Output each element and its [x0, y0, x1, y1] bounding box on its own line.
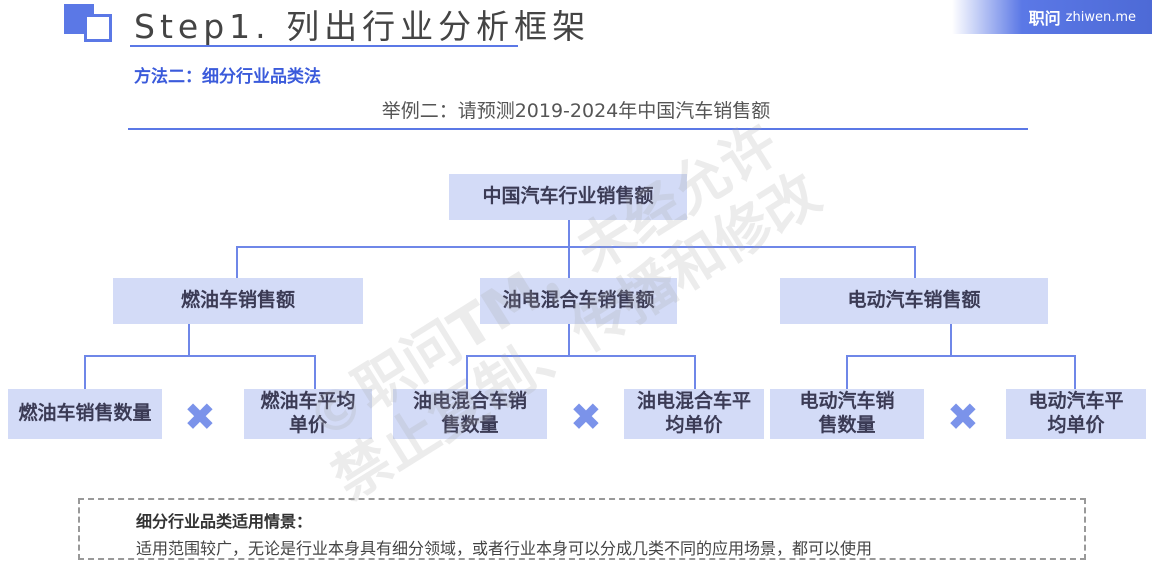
method-label: 方法二：细分行业品类法: [134, 67, 321, 87]
leaf-fuel-quantity: 燃油车销售数量: [8, 389, 162, 439]
connector-branch2-down: [568, 246, 570, 278]
scenario-title: 细分行业品类适用情景：: [136, 512, 313, 531]
connector-b3-left-down: [846, 355, 848, 389]
connector-level1-horizontal: [236, 246, 916, 248]
multiply-icon: ✖: [947, 395, 979, 439]
branch-node-electric: 电动汽车销售额: [780, 278, 1048, 324]
title-underline: [130, 45, 518, 47]
brand-name: 职问: [1028, 9, 1061, 28]
example-text: 举例二：请预测2019-2024年中国汽车销售额: [381, 100, 771, 122]
connector-b2-down: [568, 324, 570, 356]
connector-branch1-down: [236, 246, 238, 278]
leaf-hybrid-quantity: 油电混合车销售数量: [393, 389, 547, 439]
leaf-fuel-price: 燃油车平均单价: [244, 389, 372, 439]
connector-b1-left-down: [84, 355, 86, 389]
branch-node-fuel: 燃油车销售额: [113, 278, 363, 324]
scenario-description: 适用范围较广，无论是行业本身具有细分领域，或者行业本身可以分成几类不同的应用场景…: [136, 539, 873, 558]
leaf-electric-quantity: 电动汽车销售数量: [770, 389, 924, 439]
connector-b1-down: [188, 324, 190, 356]
connector-branch3-down: [914, 246, 916, 278]
leaf-electric-price: 电动汽车平均单价: [1006, 389, 1146, 439]
logo-mark-front: [84, 14, 112, 42]
connector-b2-left-down: [466, 355, 468, 389]
connector-b2-horizontal: [466, 355, 696, 357]
root-node: 中国汽车行业销售额: [449, 174, 687, 220]
multiply-icon: ✖: [184, 395, 216, 439]
brand-badge: 职问 zhiwen.me: [952, 0, 1152, 34]
brand-url: zhiwen.me: [1065, 9, 1136, 25]
connector-root-down: [568, 220, 570, 246]
multiply-icon: ✖: [570, 395, 602, 439]
example-divider: [128, 128, 1028, 130]
connector-b2-right-down: [694, 355, 696, 389]
connector-b3-horizontal: [846, 355, 1076, 357]
connector-b1-horizontal: [84, 355, 316, 357]
leaf-hybrid-price: 油电混合车平均单价: [624, 389, 764, 439]
page-title: Step1. 列出行业分析框架: [134, 7, 591, 46]
connector-b3-right-down: [1074, 355, 1076, 389]
branch-node-hybrid: 油电混合车销售额: [480, 278, 677, 324]
scenario-box: [78, 498, 1086, 560]
connector-b3-down: [950, 324, 952, 356]
connector-b1-right-down: [314, 355, 316, 389]
